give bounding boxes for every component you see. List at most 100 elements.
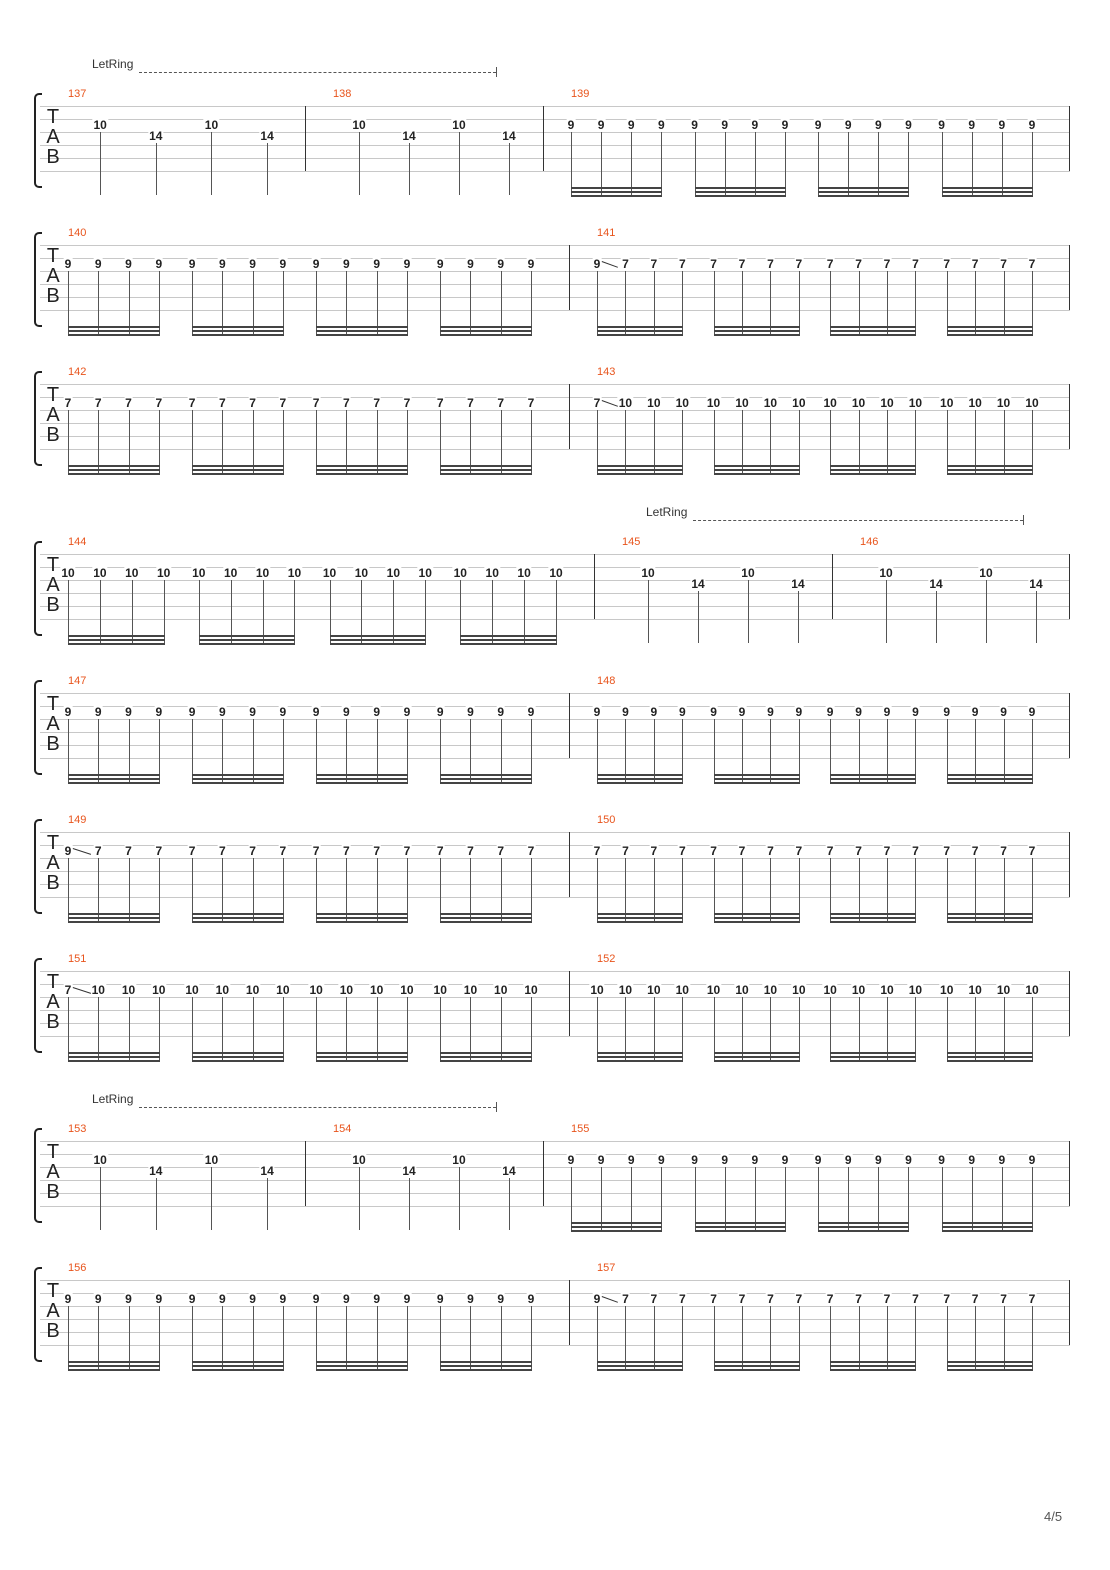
beam <box>830 334 917 336</box>
note-stem <box>1032 858 1033 921</box>
note-stem <box>798 410 800 473</box>
note-stem <box>682 719 684 782</box>
staff-line <box>40 271 1070 272</box>
fret-number: 7 <box>592 844 602 858</box>
fret-number: 9 <box>124 705 133 719</box>
beam <box>192 1361 284 1363</box>
note-stem <box>601 132 603 195</box>
fret-number: 10 <box>646 983 662 997</box>
fret-number: 9 <box>342 1292 351 1306</box>
fret-number: 9 <box>217 1292 227 1306</box>
beam <box>818 195 910 197</box>
barline-end <box>1069 1141 1070 1206</box>
note-stem <box>376 858 378 921</box>
fret-number: 9 <box>63 1292 73 1306</box>
note-stem <box>742 997 743 1060</box>
staff-line <box>40 554 1070 555</box>
measure-number: 146 <box>860 536 879 548</box>
staff-line <box>40 984 1070 985</box>
note-stem <box>440 858 442 921</box>
note-stem <box>361 580 363 643</box>
beam <box>68 635 165 637</box>
fret-number: 9 <box>311 1292 321 1306</box>
note-stem <box>653 1306 655 1369</box>
fret-number: 9 <box>843 118 853 132</box>
fret-number: 10 <box>124 566 140 580</box>
note-stem <box>1032 271 1033 334</box>
note-stem <box>830 858 832 921</box>
fret-number: 10 <box>705 983 722 997</box>
fret-number: 9 <box>937 118 946 132</box>
note-stem <box>682 271 684 334</box>
note-stem <box>458 1167 460 1230</box>
fret-number: 9 <box>854 705 863 719</box>
fret-number: 7 <box>649 1292 659 1306</box>
beam <box>192 473 284 475</box>
beam <box>68 334 160 336</box>
note-stem <box>625 997 627 1060</box>
fret-number: 7 <box>496 396 506 410</box>
measure-number: 157 <box>597 1262 616 1274</box>
tab-clef-letter: B <box>46 285 60 307</box>
fret-number: 7 <box>677 257 687 271</box>
beam <box>597 778 684 780</box>
fret-number: 7 <box>911 844 920 858</box>
fret-number: 9 <box>592 1292 602 1306</box>
fret-number: 7 <box>435 396 445 410</box>
beam <box>198 643 296 645</box>
fret-number: 10 <box>155 566 172 580</box>
staff-line <box>40 758 1070 759</box>
beam <box>946 1365 1033 1367</box>
staff-line <box>40 171 1070 172</box>
beam <box>597 1365 684 1367</box>
beam <box>818 1222 910 1224</box>
note-stem <box>597 1306 598 1369</box>
fret-number: 7 <box>311 396 321 410</box>
beam <box>597 473 684 475</box>
staff-line <box>40 1141 1070 1142</box>
beam <box>440 774 532 776</box>
fret-number: 10 <box>995 983 1012 997</box>
note-stem <box>946 410 948 473</box>
beam <box>460 635 557 637</box>
note-stem <box>316 271 318 334</box>
system-bracket <box>34 958 42 1053</box>
note-stem <box>571 132 572 195</box>
fret-number: 14 <box>148 129 164 143</box>
note-stem <box>99 580 101 643</box>
staff-line <box>40 580 1070 581</box>
note-stem <box>713 410 715 473</box>
fret-number: 10 <box>791 396 807 410</box>
fret-number: 9 <box>825 705 835 719</box>
let-ring-line <box>693 520 1023 521</box>
measure-number: 145 <box>622 536 641 548</box>
note-stem <box>653 719 655 782</box>
beam <box>830 1361 917 1363</box>
fret-number: 9 <box>970 705 980 719</box>
staff-line <box>40 106 1070 107</box>
beam <box>830 473 917 475</box>
beam <box>946 469 1033 471</box>
note-stem <box>222 719 224 782</box>
note-stem <box>252 997 254 1060</box>
beam <box>946 921 1033 923</box>
fret-number: 7 <box>402 844 412 858</box>
note-stem <box>915 997 917 1060</box>
fret-number: 10 <box>385 566 402 580</box>
staff-line <box>40 145 1070 146</box>
note-stem <box>470 997 472 1060</box>
fret-number: 7 <box>649 257 659 271</box>
beam <box>440 1052 532 1054</box>
note-stem <box>531 410 532 473</box>
note-stem <box>252 719 254 782</box>
fret-number: 14 <box>259 129 275 143</box>
note-stem <box>571 1167 572 1230</box>
staff-line <box>40 1345 1070 1346</box>
note-stem <box>798 997 800 1060</box>
note-stem <box>858 410 860 473</box>
tab-clef-letter: A <box>46 265 60 287</box>
let-ring-label: LetRing <box>92 57 134 71</box>
fret-number: 10 <box>451 1153 467 1167</box>
note-stem <box>770 271 772 334</box>
